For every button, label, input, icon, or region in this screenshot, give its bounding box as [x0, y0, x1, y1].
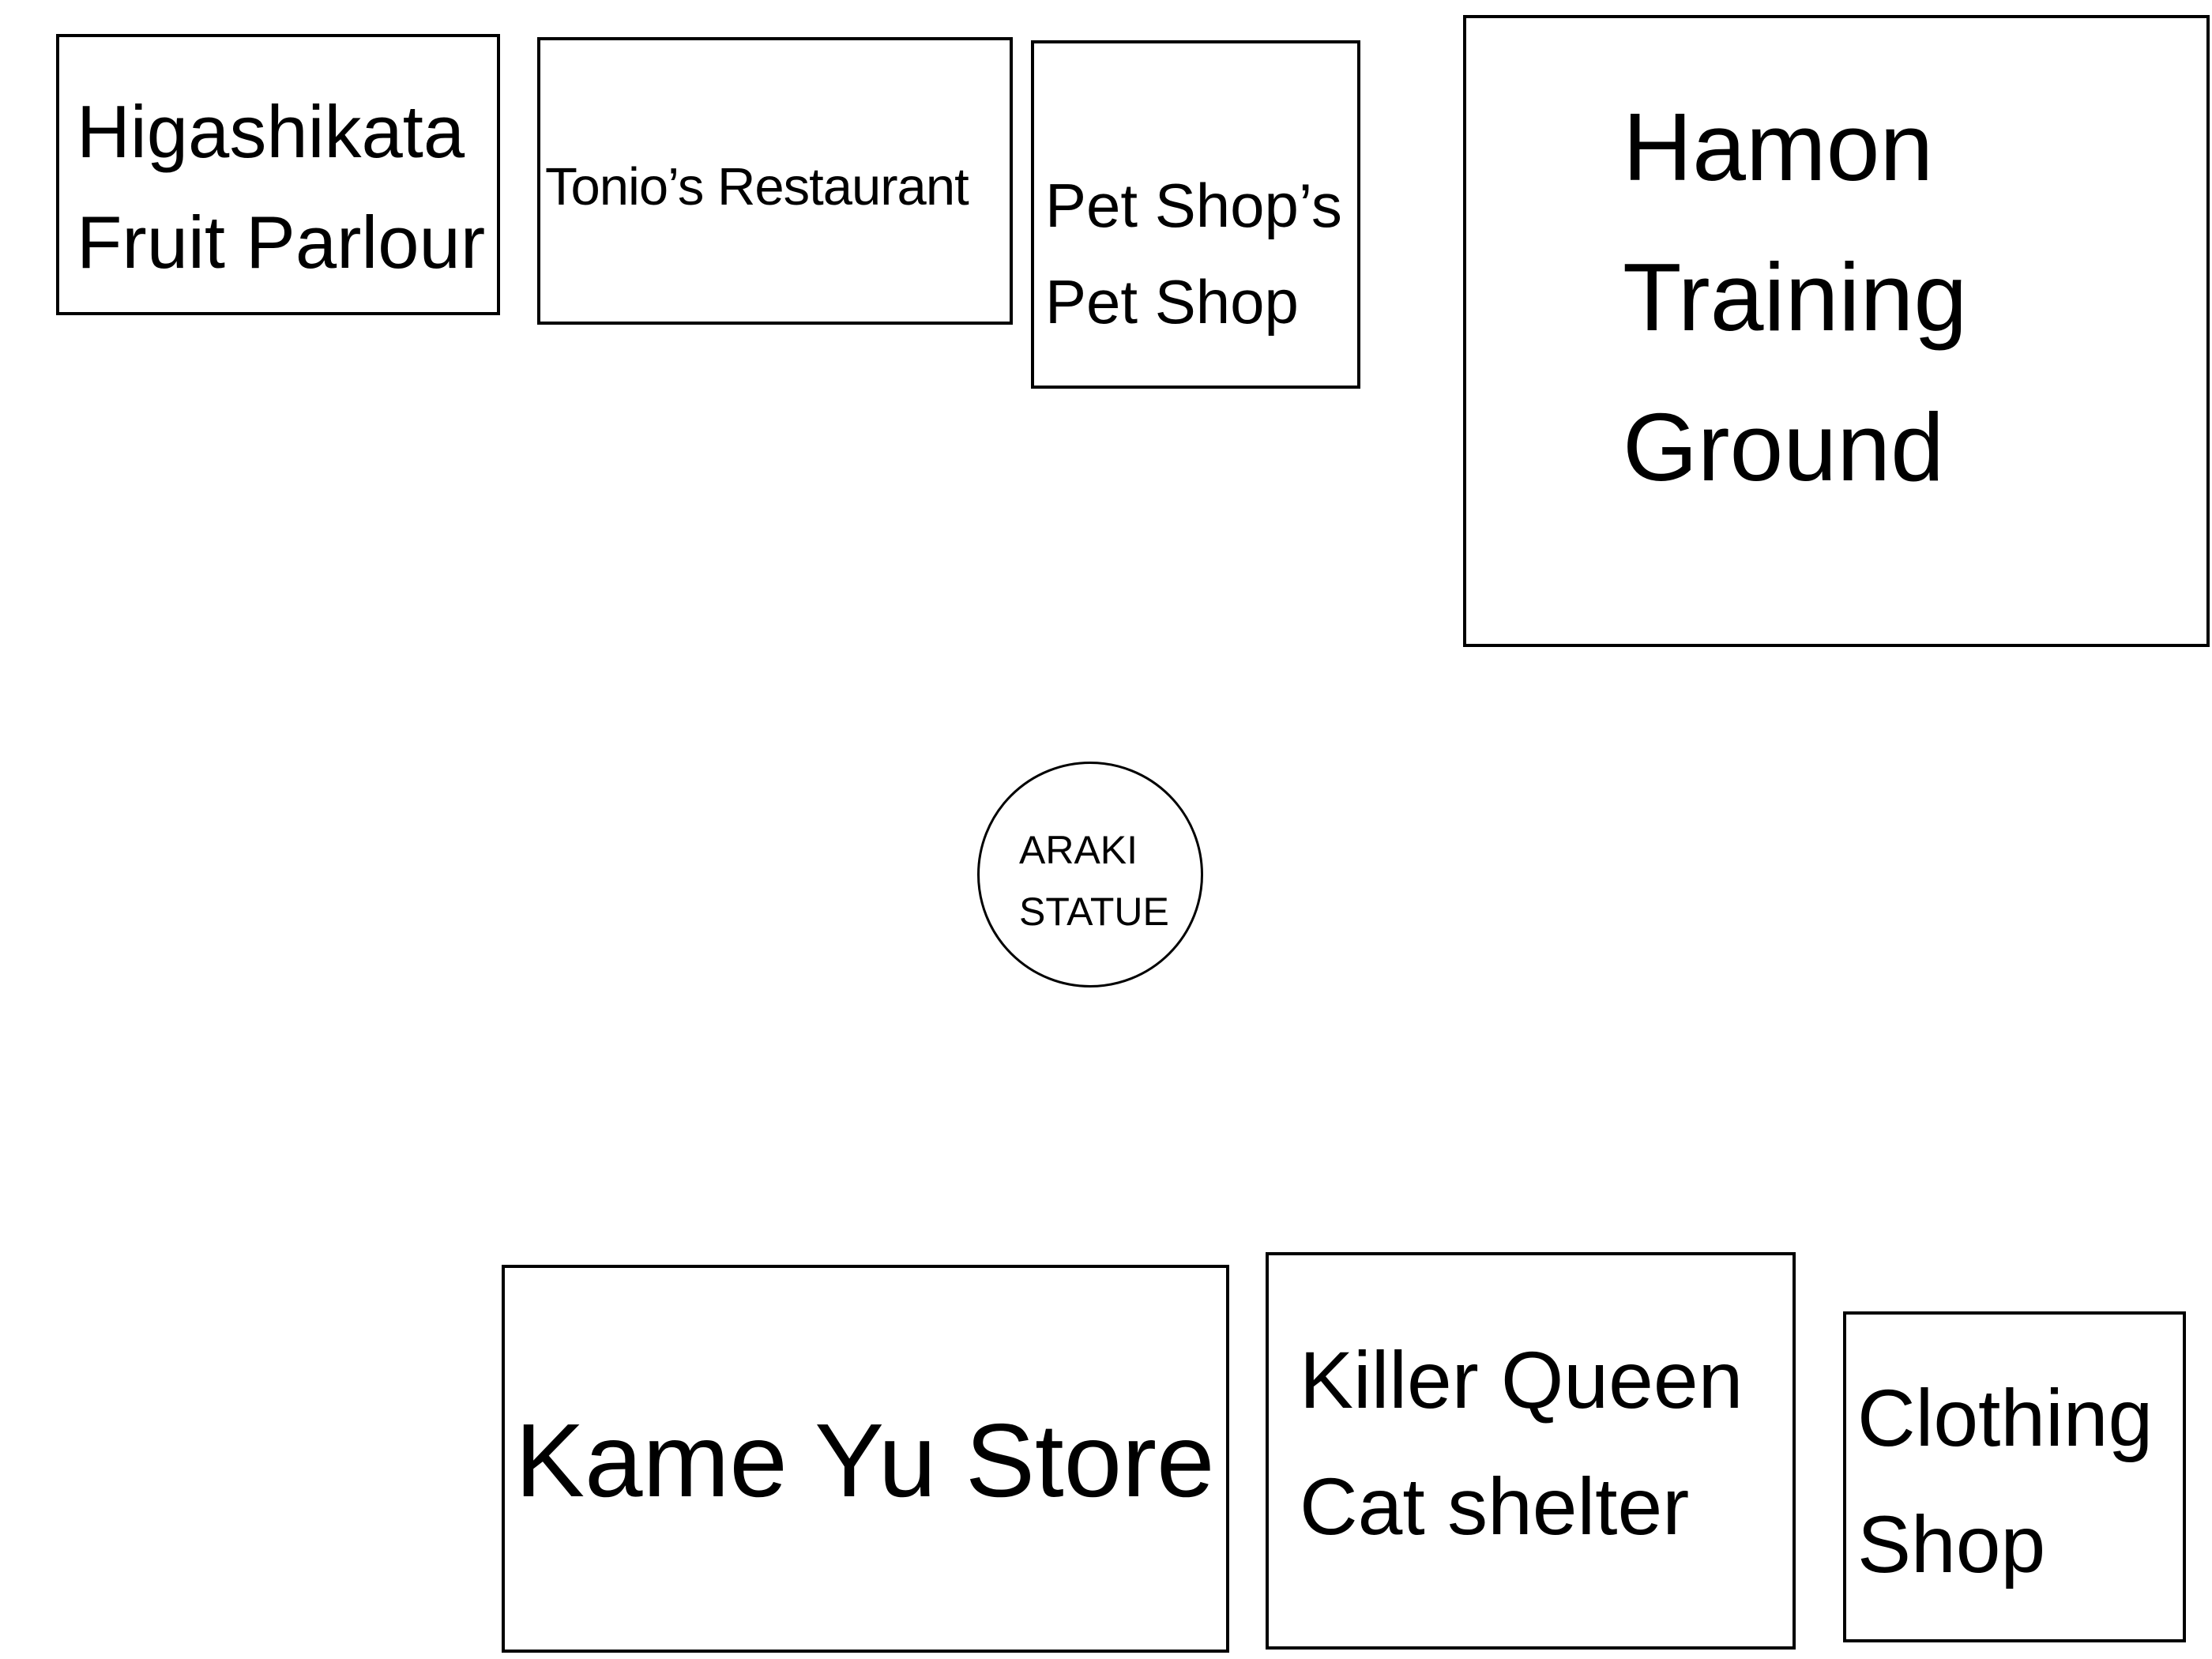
kame-yu-store: Kame Yu Store	[502, 1265, 1229, 1653]
hamon-training-ground: Hamon Training Ground	[1463, 15, 2210, 647]
label-line: Kame Yu Store	[515, 1402, 1215, 1518]
label-line: Cat shelter	[1300, 1462, 1690, 1552]
label-line: ARAKI	[1019, 828, 1138, 872]
label-line: Fruit Parlour	[77, 201, 486, 284]
label-line: Killer Queen	[1300, 1335, 1744, 1425]
label-line: Higashikata	[77, 90, 465, 173]
pet-shops-pet-shop-label: Pet Shop’s Pet Shop	[1045, 157, 1342, 350]
araki-statue-label: ARAKI STATUE	[1019, 819, 1169, 942]
label-line: Clothing	[1857, 1373, 2154, 1463]
hamon-training-ground-label: Hamon Training Ground	[1623, 72, 1967, 522]
label-line: Pet Shop’s	[1045, 171, 1342, 240]
label-line: Shop	[1857, 1499, 2046, 1589]
pet-shops-pet-shop: Pet Shop’s Pet Shop	[1031, 40, 1360, 389]
label-line: STATUE	[1019, 890, 1169, 934]
label-line: Hamon	[1623, 93, 1934, 201]
kame-yu-store-label: Kame Yu Store	[515, 1401, 1214, 1520]
clothing-shop-label: Clothing Shop	[1857, 1355, 2153, 1608]
higashikata-fruit-parlour: Higashikata Fruit Parlour	[56, 34, 500, 315]
tonios-restaurant-label: Tonio’s Restaurant	[545, 157, 969, 217]
araki-statue: ARAKI STATUE	[977, 762, 1203, 988]
clothing-shop: Clothing Shop	[1843, 1311, 2186, 1642]
label-line: Tonio’s Restaurant	[545, 157, 969, 216]
tonios-restaurant: Tonio’s Restaurant	[537, 37, 1013, 325]
label-line: Training	[1623, 243, 1968, 351]
killer-queen-cat-shelter-label: Killer Queen Cat shelter	[1300, 1317, 1743, 1570]
killer-queen-cat-shelter: Killer Queen Cat shelter	[1266, 1252, 1796, 1650]
higashikata-fruit-parlour-label: Higashikata Fruit Parlour	[77, 77, 485, 298]
label-line: Pet Shop	[1045, 267, 1299, 337]
label-line: Ground	[1623, 393, 1944, 501]
